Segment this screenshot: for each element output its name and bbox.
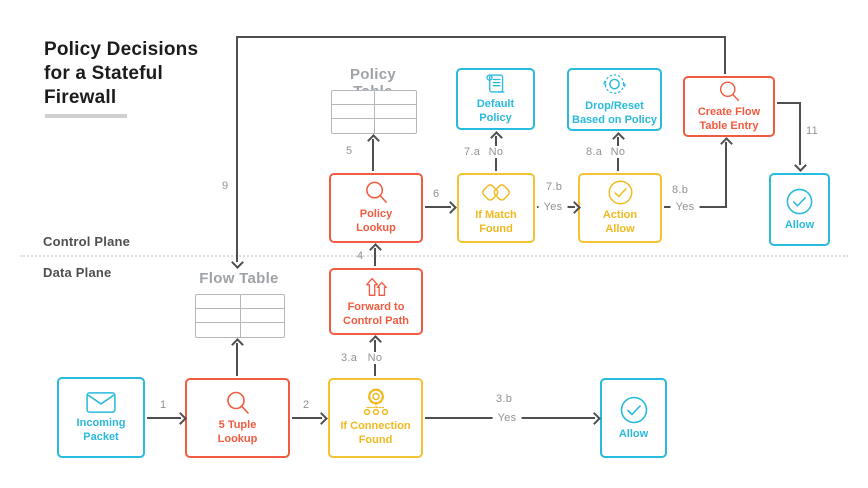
arrow-label: 3.b <box>496 393 513 405</box>
arrowhead-icon <box>588 412 601 425</box>
gear-network-icon <box>358 388 394 417</box>
arrow-answer: Yes <box>538 201 568 213</box>
node-label: 5 Tuple Lookup <box>217 418 258 445</box>
node-label: Default Policy <box>476 98 515 124</box>
arrowhead-icon <box>315 412 328 425</box>
arrow-answer: No <box>362 352 388 364</box>
arrow-label: 7.b <box>546 181 563 193</box>
node-allow-bottom: Allow <box>600 378 667 458</box>
plane-divider <box>20 255 848 257</box>
title-underline <box>45 114 127 118</box>
node-label: Drop/Reset Based on Policy <box>572 99 657 126</box>
node-if-match-found: If Match Found <box>457 173 535 243</box>
check-circle-icon <box>607 179 634 206</box>
arrowhead-icon <box>444 201 457 214</box>
arrowhead-icon <box>231 256 244 269</box>
arrow-line <box>425 206 451 208</box>
arrowhead-icon <box>369 335 382 348</box>
arrow-line <box>374 248 376 266</box>
arrow-label: 3.a <box>341 352 358 364</box>
arrow-line <box>777 102 801 104</box>
page-title: Policy Decisions for a Stateful Firewall <box>44 39 199 108</box>
arrow-label: 2 <box>303 399 310 411</box>
node-label: Create Flow Table Entry <box>697 105 761 132</box>
arrow-line <box>292 417 322 419</box>
arrow-label: 9 <box>222 180 229 192</box>
arrow-line <box>236 343 238 376</box>
diamonds-icon <box>477 179 515 206</box>
table-cell <box>240 295 284 309</box>
magnifier-icon <box>718 80 741 103</box>
node-if-connection-found: If Connection Found <box>328 378 423 458</box>
arrow-label: 1 <box>160 399 167 411</box>
node-drop-reset: Drop/Reset Based on Policy <box>567 68 662 131</box>
node-action-allow: Action Allow <box>578 173 662 243</box>
arrow-label: 8.b <box>672 184 689 196</box>
node-label: Action Allow <box>602 209 638 235</box>
up-arrows-icon <box>363 275 390 298</box>
arrow-label: 8.a <box>586 146 603 158</box>
arrowhead-icon <box>720 137 733 150</box>
node-create-flow-table-entry: Create Flow Table Entry <box>683 76 775 137</box>
arrowhead-icon <box>231 338 244 351</box>
node-label: Allow <box>618 427 649 440</box>
arrow-answer: No <box>605 146 631 158</box>
node-label: Allow <box>784 218 815 231</box>
magnifier-icon <box>364 180 389 205</box>
arrow-answer: Yes <box>670 201 700 213</box>
arrow-line <box>724 37 726 74</box>
reset-circle-icon <box>601 72 628 97</box>
table-cell <box>374 91 416 105</box>
data-plane-label: Data Plane <box>43 265 112 280</box>
node-forward-to-control-path: Forward to Control Path <box>329 268 423 335</box>
table-cell <box>332 119 374 133</box>
arrowhead-icon <box>369 243 382 256</box>
node-label: Policy Lookup <box>356 208 396 234</box>
arrow-line <box>236 36 726 38</box>
arrow-label: 5 <box>346 145 353 157</box>
arrow-line <box>799 102 801 165</box>
table-cell <box>332 91 374 105</box>
node-label: Incoming Packet <box>76 416 126 443</box>
arrowhead-icon <box>367 134 380 147</box>
node-label: If Match Found <box>475 209 517 235</box>
arrow-line <box>147 417 181 419</box>
table-cell <box>332 105 374 119</box>
table-cell <box>240 323 284 337</box>
control-plane-label: Control Plane <box>43 234 131 249</box>
node-policy-lookup: Policy Lookup <box>329 173 423 243</box>
check-circle-icon <box>619 395 649 425</box>
arrow-answer: No <box>483 146 509 158</box>
scroll-icon <box>484 72 507 95</box>
node-label: Forward to Control Path <box>343 300 409 327</box>
table-cell <box>374 105 416 119</box>
flow-table-label: Flow Table <box>199 270 279 287</box>
envelope-icon <box>85 391 117 414</box>
node-allow-top: Allow <box>769 173 830 246</box>
arrow-label: 6 <box>433 188 440 200</box>
magnifier-icon <box>225 390 251 416</box>
arrow-label: 11 <box>806 125 819 137</box>
node-default-policy: Default Policy <box>456 68 535 130</box>
arrow-label: 7.a <box>464 146 481 158</box>
arrow-line <box>725 142 727 206</box>
node-label: If Connection Found <box>340 420 411 446</box>
arrow-line <box>372 139 374 171</box>
table-cell <box>374 119 416 133</box>
table-cell <box>196 295 240 309</box>
arrow-label: 4 <box>357 250 364 262</box>
flow-table-grid <box>195 294 285 338</box>
arrowhead-icon <box>490 131 503 144</box>
table-cell <box>196 323 240 337</box>
policy-table-grid <box>331 90 417 134</box>
node-incoming-packet: Incoming Packet <box>57 377 145 458</box>
arrow-line <box>236 37 238 262</box>
arrowhead-icon <box>612 132 625 145</box>
table-cell <box>240 309 284 323</box>
arrowhead-icon <box>794 159 807 172</box>
arrow-answer: Yes <box>492 412 522 424</box>
check-circle-icon <box>785 187 814 216</box>
node-five-tuple-lookup: 5 Tuple Lookup <box>185 378 290 458</box>
table-cell <box>196 309 240 323</box>
